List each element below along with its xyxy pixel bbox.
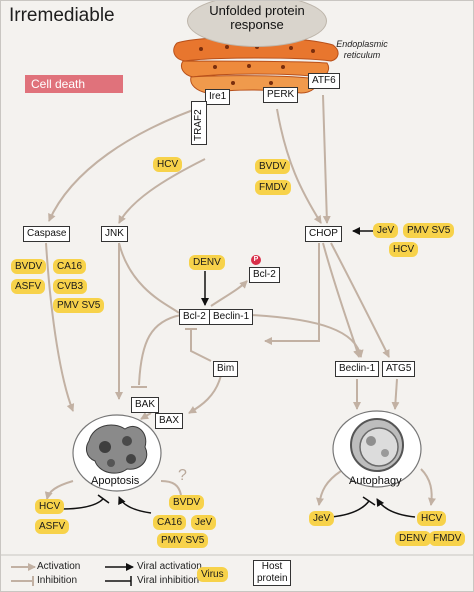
edge-complex-bcl2 <box>210 280 248 307</box>
edge-bakbax-apoptosis <box>140 411 152 420</box>
virus-caspase-bvdv: BVDV <box>11 259 47 274</box>
legend-host-protein: Host protein <box>253 560 291 586</box>
sensor-ire1: Ire1 <box>205 89 231 105</box>
edge-jev-inhibit-autophagy <box>330 500 370 518</box>
virus-hcv-chop: HCV <box>389 242 419 257</box>
outcome-apoptosis: Apoptosis <box>91 475 140 487</box>
legend-activation: Activation <box>37 561 81 572</box>
protein-atg5: ATG5 <box>382 361 416 377</box>
edge-complex-beclin1 <box>250 314 364 358</box>
outcome-autophagy: Autophagy <box>349 475 402 487</box>
edge-viruses-activate-apoptosis <box>118 496 152 514</box>
virus-caspase-ca16: CA16 <box>53 259 87 274</box>
virus-autophagy-denv: DENV <box>395 531 431 546</box>
protein-bim: Bim <box>213 361 239 377</box>
edge-atg5-autophagy <box>391 378 400 410</box>
edge-autophagy-left <box>316 470 342 506</box>
protein-beclin1-complex: Beclin-1 <box>209 309 254 325</box>
protein-bcl2: Bcl-2 <box>249 267 280 283</box>
edge-autophagy-right <box>420 468 436 506</box>
edge-complex-inhibit-bim <box>190 329 212 362</box>
uncertain-mark: ? <box>178 467 187 484</box>
sensor-perk: PERK <box>263 87 299 103</box>
virus-apoptosis-bvdv: BVDV <box>169 495 205 510</box>
edge-chop-atg5 <box>330 242 390 358</box>
legend-viral-activation: Viral activation <box>137 561 202 572</box>
protein-bax: BAX <box>155 413 184 429</box>
er-label: Endoplasmic reticulum <box>336 39 388 60</box>
virus-caspase-asfv: ASFV <box>11 279 46 294</box>
virus-bvdv-chop: BVDV <box>255 159 291 174</box>
edge-chop-beclin1 <box>322 242 361 358</box>
virus-autophagy-hcv: HCV <box>417 511 447 526</box>
virus-fmdv-chop: FMDV <box>255 180 292 195</box>
protein-caspase: Caspase <box>23 226 71 242</box>
virus-caspase-pmvsv5: PMV SV5 <box>53 298 105 313</box>
edge-ire1-caspase <box>48 104 208 222</box>
edge-hcv-inhibit-apoptosis <box>60 498 104 510</box>
edge-caspase-apoptosis <box>45 242 75 412</box>
edge-chop-bim <box>264 243 320 345</box>
protein-bak: BAK <box>131 397 160 413</box>
legend-virus: Virus <box>197 567 228 582</box>
edge-jnk-bcl2complex <box>118 242 180 314</box>
edge-viruses-activate-autophagy <box>376 498 416 518</box>
virus-apoptosis-pmvsv5: PMV SV5 <box>157 533 209 548</box>
edge-bim-bakbax <box>188 374 222 414</box>
virus-jev-chop: JeV <box>373 223 399 238</box>
virus-pmvsv5-chop: PMV SV5 <box>403 223 455 238</box>
edge-apoptosis-left <box>44 480 74 500</box>
virus-autophagy-jev: JeV <box>309 511 335 526</box>
edge-complex-inhibit-bak <box>138 314 182 386</box>
virus-apoptosis-jev: JeV <box>191 515 217 530</box>
legend-viral-inhibition: Viral inhibition <box>137 575 200 586</box>
protein-beclin1: Beclin-1 <box>335 361 380 377</box>
cell-death-banner: Cell death <box>25 75 123 93</box>
legend-inhibition: Inhibition <box>37 575 78 586</box>
phosphorylation-icon: P <box>251 255 261 265</box>
virus-apoptosis-hcv: HCV <box>35 499 65 514</box>
edge-apoptosis-right <box>160 480 182 496</box>
edge-traf2-jnk <box>118 158 206 224</box>
protein-chop: CHOP <box>305 226 342 242</box>
protein-jnk: JNK <box>101 226 128 242</box>
sensor-atf6: ATF6 <box>308 73 340 89</box>
virus-apoptosis-ca16: CA16 <box>153 515 187 530</box>
virus-hcv-jnk: HCV <box>153 157 183 172</box>
virus-denv-bcl2: DENV <box>189 255 225 270</box>
virus-autophagy-fmdv: FMDV <box>429 531 466 546</box>
edge-perk-chop <box>276 108 322 224</box>
upr-label: Unfolded protein response <box>187 1 327 47</box>
virus-apoptosis-asfv: ASFV <box>35 519 70 534</box>
edge-atf6-chop <box>322 94 331 224</box>
virus-caspase-cvb3: CVB3 <box>53 279 88 294</box>
page-title: Irremediable <box>9 5 115 26</box>
